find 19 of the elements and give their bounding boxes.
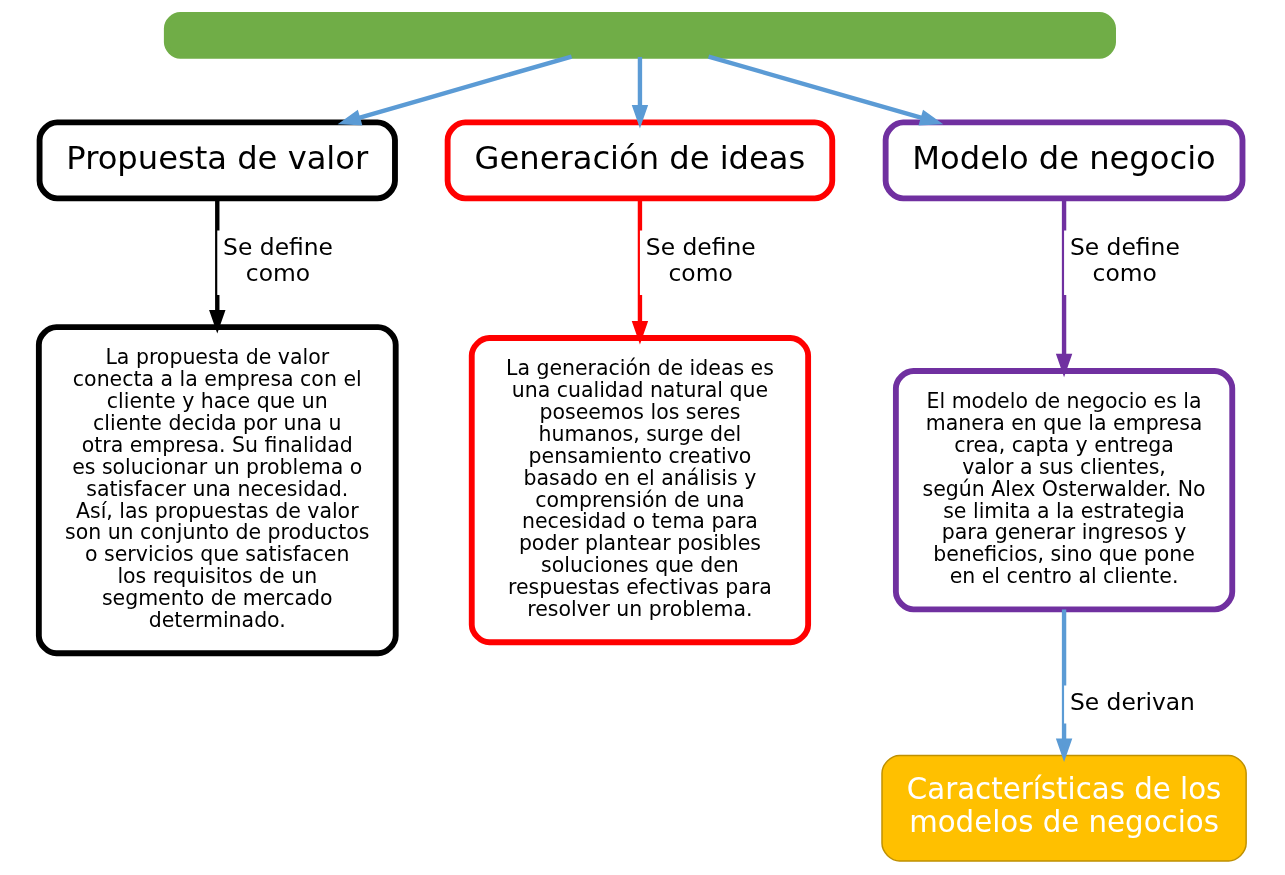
node-box [163, 11, 1116, 59]
arrow [1055, 198, 1073, 378]
node-box: La generación de ideas es una cualidad natural que poseemos los seres humanos, surge del pensamiento creativo basado en el análisis y comprensión de una necesidad o tema para poder plantear posibles soluciones que den respuestas efectivas para resolver un problema. [468, 335, 812, 646]
arrow [707, 54, 944, 126]
node-box: Generación de ideas [444, 119, 836, 202]
arrow [337, 54, 573, 126]
arrow [631, 198, 649, 345]
edge-label: Se define como [645, 233, 756, 288]
node-box: Características de los modelos de negocios [881, 754, 1247, 862]
edge-label: Se define como [1069, 233, 1180, 288]
node-box: Propuesta de valor [36, 119, 398, 202]
node-box: La propuesta de valor conecta a la empresa con el cliente y hace que un cliente decida por una u otra empresa. Su finalidad es solucionar un problema o satisfacer una necesidad. Así, las propuestas de valor son un conjunto de productos o servicios que satisfacen los requisitos de un segmento de mercado determinado. [35, 324, 399, 657]
edge-label: Se derivan [1069, 687, 1195, 716]
arrow [1055, 609, 1073, 763]
edge-label: Se define como [223, 233, 333, 288]
node-box: El modelo de negocio es la manera en que la empresa crea, capta y entrega valor a sus clientes, según Alex Osterwalder. No se limita a la estrategia para generar ingresos y beneficios, sino que pone en el centro al cliente. [892, 368, 1236, 613]
node-box: Modelo de negocio [882, 119, 1246, 202]
arrow [631, 56, 649, 129]
arrow [209, 198, 226, 334]
